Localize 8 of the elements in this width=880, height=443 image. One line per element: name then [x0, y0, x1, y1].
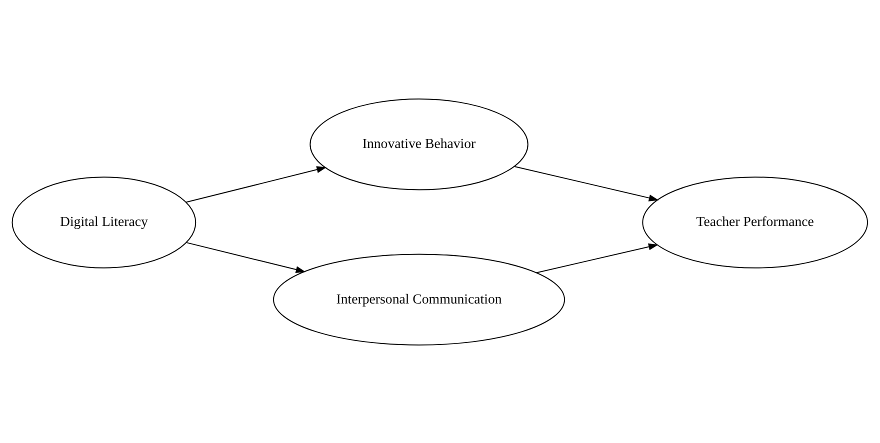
node-ellipse: Interpersonal Communication	[273, 253, 565, 345]
arrow	[514, 165, 659, 201]
node-ellipse: Innovative Behavior	[310, 98, 528, 190]
node-ellipse: Teacher Performance	[642, 176, 868, 268]
arrow	[185, 166, 327, 202]
arrow	[186, 242, 306, 272]
arrow	[536, 242, 658, 273]
node-ellipse: Digital Literacy	[12, 176, 196, 268]
